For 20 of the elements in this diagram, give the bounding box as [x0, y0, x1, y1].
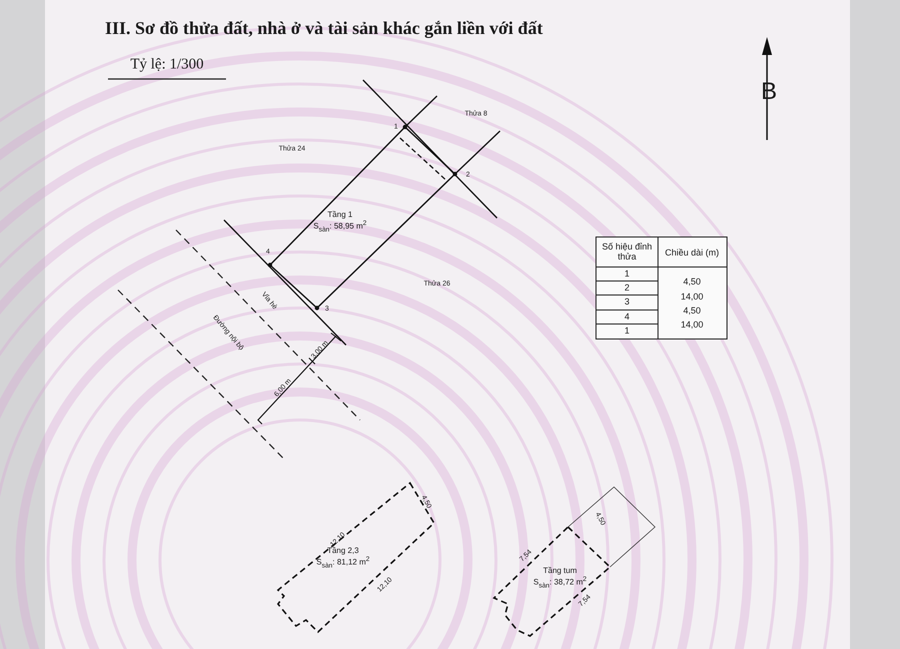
floor-label: Tầng 2,3 — [326, 546, 360, 556]
area-label: S$_{sàn}$: 38,72 m$^{2}$ — [533, 576, 587, 590]
title: III. Sơ đồ thửa đất, nhà ở và tài sản khác gắn liền với đất — [105, 18, 543, 39]
table-cell: 4,50 — [683, 278, 701, 286]
table-cell: 4 — [624, 312, 630, 322]
table-cell: 1 — [624, 326, 630, 336]
area-label: S$_{sàn}$: 81,12 m$^{2}$ — [316, 556, 370, 570]
floor-plan-outline — [490, 485, 658, 640]
table-header: Số hiệu đỉnh thửa — [600, 242, 654, 262]
table-cell: 3 — [624, 298, 630, 306]
area-label: S$_{sàn}$: 58,95 m$^{2}$ — [313, 220, 367, 234]
table-cell: 14,00 — [680, 292, 704, 302]
scale-label: Tỷ lệ: 1/300 — [130, 58, 204, 72]
table-header: Chiều dài (m) — [664, 248, 720, 258]
floor-label: Tầng 1 — [326, 210, 354, 220]
table-cell: 2 — [624, 284, 630, 292]
floor-label: Tầng tum — [542, 566, 578, 576]
table-cell: 1 — [624, 270, 630, 278]
table-cell: 14,00 — [680, 320, 704, 330]
table-cell: 4,50 — [683, 306, 701, 316]
